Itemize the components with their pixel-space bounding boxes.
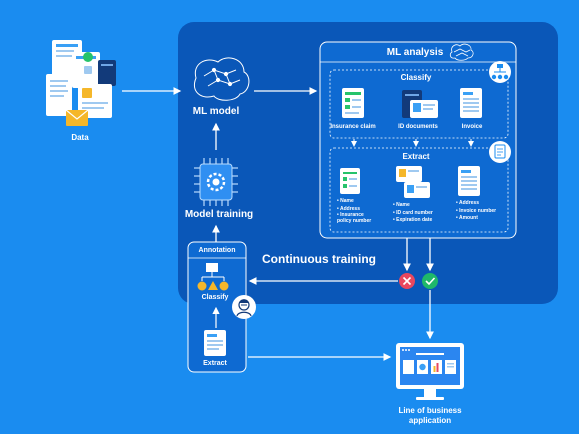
annotator-avatar-icon bbox=[232, 295, 256, 319]
extract-fields-id: Name ID card number Expiration date bbox=[393, 202, 433, 225]
classify-item-insurance-claim: Insurance claim bbox=[330, 124, 376, 130]
data-label: Data bbox=[71, 133, 89, 142]
extract-fields-invoice: Address Invoice number Amount bbox=[456, 200, 496, 223]
extract-insurance-doc-icon bbox=[340, 168, 360, 194]
extract-invoice-doc-icon bbox=[458, 166, 480, 196]
classify-item-id-documents: ID documents bbox=[398, 124, 438, 130]
extract-title: Extract bbox=[402, 152, 430, 161]
model-training-label: Model training bbox=[184, 209, 254, 220]
extract-section bbox=[329, 147, 509, 233]
extract-fields-insurance: Name Address Insurance policy number bbox=[337, 198, 377, 224]
id-documents-icon bbox=[402, 90, 438, 118]
extract-field: Expiration date bbox=[393, 217, 433, 225]
insurance-claim-doc-icon bbox=[342, 88, 364, 118]
lob-label-line1: Line of business bbox=[398, 406, 462, 415]
annotation-title: Annotation bbox=[198, 247, 236, 254]
annotation-extract-label: Extract bbox=[203, 360, 227, 367]
document-badge-icon bbox=[489, 141, 511, 163]
model-training-chip-icon bbox=[194, 158, 238, 206]
data-documents-icon bbox=[46, 40, 116, 126]
line-of-business-monitor-icon bbox=[396, 343, 464, 400]
extract-id-doc-icon bbox=[396, 166, 430, 198]
annotation-extract-doc-icon bbox=[204, 330, 226, 356]
extract-field: ID card number bbox=[393, 210, 433, 218]
extract-field: Name bbox=[393, 202, 433, 210]
extract-field: Address bbox=[456, 200, 496, 208]
extract-field: Invoice number bbox=[456, 208, 496, 216]
ml-analysis-title: ML analysis bbox=[386, 47, 444, 58]
extract-field: Insurance policy number bbox=[337, 212, 377, 224]
lob-label-line2: application bbox=[408, 416, 452, 425]
extract-field: Name bbox=[337, 198, 377, 206]
reject-icon bbox=[399, 273, 415, 289]
extract-field: Amount bbox=[456, 215, 496, 223]
classify-title: Classify bbox=[400, 73, 432, 82]
continuous-training-label: Continuous training bbox=[262, 252, 376, 266]
ml-analysis-brain-icon bbox=[449, 43, 474, 61]
classify-to-extract-arrows bbox=[351, 139, 474, 147]
brain-network-icon bbox=[194, 57, 250, 101]
classify-section bbox=[329, 69, 509, 139]
extract-field: Address bbox=[337, 206, 377, 214]
hierarchy-badge-icon bbox=[489, 61, 511, 83]
classify-item-invoice: Invoice bbox=[461, 124, 483, 130]
annotation-hierarchy-icon bbox=[197, 263, 229, 291]
ml-model-label: ML model bbox=[192, 106, 240, 117]
invoice-doc-icon bbox=[460, 88, 482, 118]
annotation-classify-label: Classify bbox=[201, 294, 229, 301]
accept-icon bbox=[422, 273, 438, 289]
